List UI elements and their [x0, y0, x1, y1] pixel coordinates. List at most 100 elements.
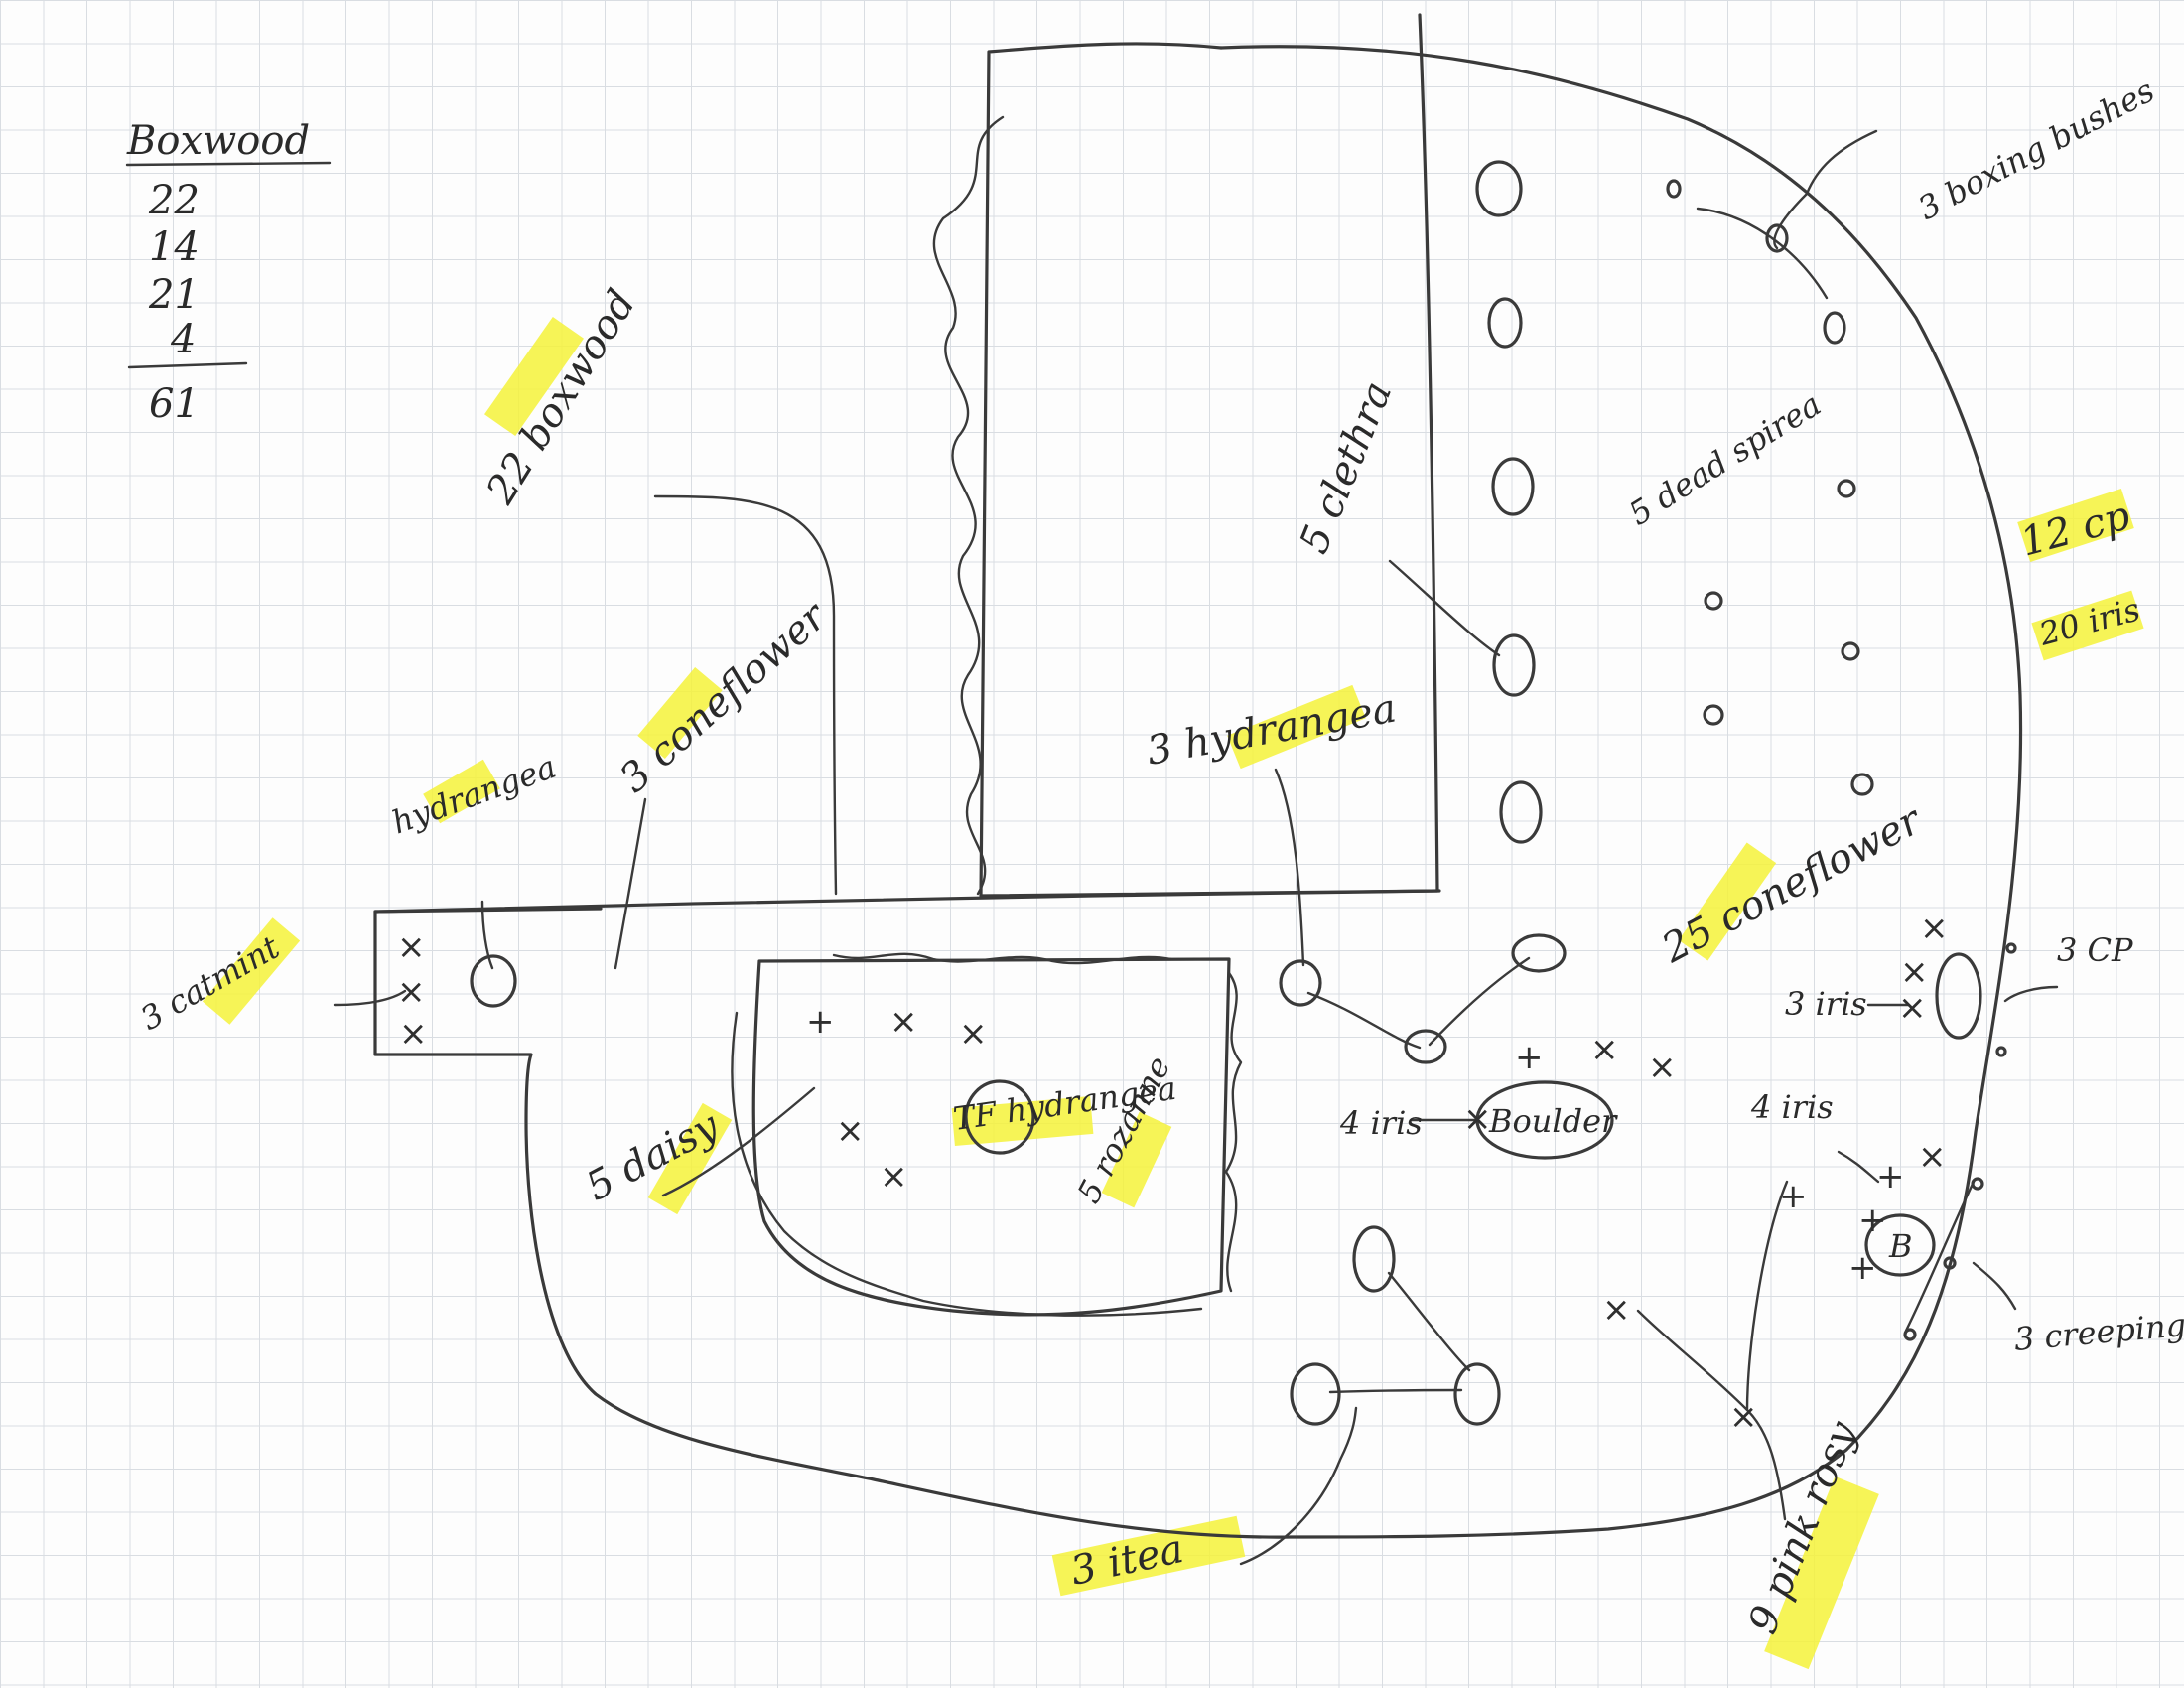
label-3iris: 3 iris	[1785, 985, 1867, 1023]
shrub-icon	[1935, 952, 1982, 1040]
shrub-icon	[1491, 457, 1535, 516]
shrub-icon	[1492, 633, 1536, 697]
plant-x-mark: +	[1876, 1157, 1905, 1196]
shrub-icon	[1666, 179, 1682, 199]
shrub-icon	[1279, 959, 1322, 1007]
daisy-leader	[661, 1086, 816, 1197]
plant-x-mark: ×	[1920, 909, 1949, 948]
plant-x-mark: ×	[397, 927, 426, 967]
plant-x-mark: ×	[836, 1111, 865, 1151]
shrub-icon	[1703, 704, 1724, 726]
house-outline	[979, 13, 1439, 898]
shrub-icon	[1487, 297, 1523, 349]
label-25coneflower: 25 coneflower	[1654, 796, 1931, 972]
highlight-catmint	[202, 917, 301, 1025]
shrub-icon	[1453, 1362, 1501, 1426]
inner-bed-outline	[751, 957, 1231, 1317]
shrub-icon	[1704, 591, 1723, 611]
tf-hydrangea-circle	[964, 1079, 1035, 1155]
shrub-icon	[1837, 479, 1856, 498]
plant-x-mark: ×	[1729, 1397, 1758, 1437]
boxwood-tally: Boxwood 22 14 21 4 61	[125, 118, 332, 427]
shrub-icon	[1995, 1046, 2007, 1057]
label-4iris-b: 4 iris	[1750, 1088, 1834, 1126]
shrub-icon	[1943, 1256, 1957, 1270]
plant-x-mark: ×	[1590, 1030, 1619, 1069]
rosy-leader	[1636, 1180, 1789, 1521]
highlight-tf-hydrangea	[951, 1095, 1094, 1147]
shrub-icon	[1903, 1328, 1917, 1341]
shrub-icon	[1499, 780, 1543, 844]
label-itea: 3 itea	[1067, 1526, 1188, 1595]
shrub-icon	[1404, 1029, 1447, 1064]
shrub-icon	[2005, 942, 2017, 954]
tally-sum-line	[127, 361, 248, 369]
tally-value: 22	[148, 178, 200, 223]
plant-x-mark: ×	[1898, 988, 1927, 1028]
plant-x-mark: +	[806, 1002, 835, 1042]
plant-x-mark: ×	[889, 1002, 918, 1042]
plant-x-mark: ×	[399, 1014, 428, 1054]
shrub-icon	[470, 954, 517, 1008]
clethra-leader	[1388, 559, 1501, 657]
label-4iris-a: 4 iris	[1339, 1104, 1423, 1142]
boulder-outline	[1475, 1080, 1614, 1160]
tally-total: 61	[149, 381, 200, 427]
label-clethra: 5 clethra	[1292, 375, 1402, 560]
tally-title-underline	[125, 161, 332, 167]
plant-x-mark: ×	[1602, 1290, 1631, 1330]
label-hydrangea-right: 3 hydrangea	[1144, 685, 1400, 774]
tally-title: Boxwood	[126, 118, 310, 164]
boulder-b-outline	[1864, 1213, 1936, 1277]
label-dead-spirea: 5 dead spirea	[1622, 385, 1828, 533]
hydrangea-right-leader	[1274, 768, 1305, 967]
highlight-itea	[1051, 1515, 1246, 1597]
highlight-12cp	[2017, 489, 2134, 562]
plant-x-mark: +	[1515, 1038, 1544, 1077]
shrub-icon	[1290, 1362, 1341, 1426]
shrub-links	[1306, 956, 1531, 1394]
label-coneflower-left: 3 coneflower	[612, 592, 838, 801]
shrub-icon	[1352, 1225, 1396, 1293]
plant-x-mark: ×	[1463, 1099, 1492, 1139]
shrub-icon	[1841, 641, 1860, 661]
plant-x-mark: ×	[1900, 952, 1929, 992]
label-hydrangea-left: hydrangea	[387, 748, 561, 842]
phlox-leader	[1904, 1180, 2017, 1333]
tally-value: 14	[149, 224, 200, 270]
label-3cp: 3 CP	[2057, 931, 2133, 969]
plant-marks: × × × + × × × × + × × × × × × + × + + + …	[397, 909, 1949, 1437]
plant-x-mark: +	[1779, 1177, 1808, 1216]
highlight-boxwood	[484, 316, 584, 437]
shrub-icon	[1765, 223, 1789, 253]
label-boulder-b: B	[1888, 1227, 1913, 1265]
plant-x-mark: +	[1858, 1200, 1887, 1240]
label-boxing-bushes: 3 boxing bushes	[1912, 71, 2160, 227]
plant-x-mark: ×	[880, 1157, 908, 1196]
hydrangea-left-leader	[480, 900, 494, 970]
plant-x-mark: ×	[1648, 1048, 1677, 1087]
label-creeping-phlox: 3 creeping phlox	[2012, 1297, 2184, 1358]
highlight-hydrangea-right	[1227, 684, 1366, 770]
shrub-icon	[1850, 773, 1874, 796]
plant-x-mark: ×	[1918, 1137, 1947, 1177]
label-boulder: Boulder	[1488, 1102, 1618, 1140]
shrub-icon	[1823, 311, 1846, 345]
inner-bed-hatch	[731, 952, 1243, 1317]
highlight-rozanne	[1101, 1111, 1172, 1208]
iris4b-leader	[1837, 1150, 1880, 1184]
shrub-icon	[1475, 160, 1523, 217]
house-wavy-edge	[932, 115, 1005, 896]
plant-x-mark: ×	[959, 1014, 988, 1054]
boxing-leader	[1696, 129, 1878, 300]
coneflower-left-leader	[614, 797, 647, 970]
plant-labels: 22 boxwood 3 coneflower hydrangea 3 catm…	[134, 71, 2184, 1640]
plant-x-mark: ×	[397, 972, 426, 1012]
tally-value: 4	[170, 317, 196, 362]
highlight-coneflower-left	[637, 666, 723, 760]
cp3-leader	[2003, 985, 2059, 1003]
shrub-symbols	[470, 160, 2017, 1426]
boxwood-leader	[653, 494, 838, 896]
